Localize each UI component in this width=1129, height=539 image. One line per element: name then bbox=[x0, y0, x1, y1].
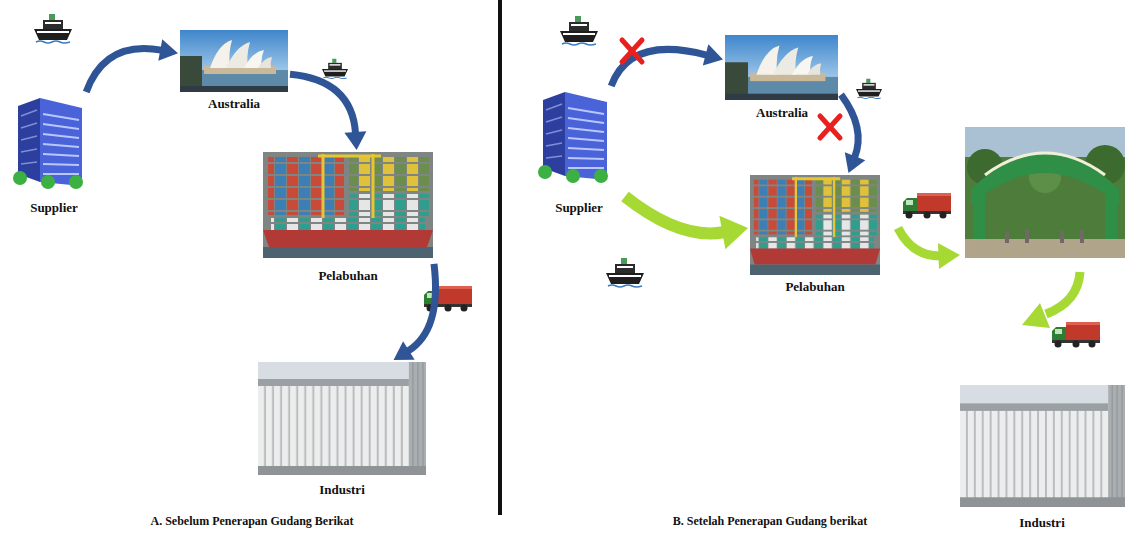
flow-arrow bbox=[86, 39, 178, 92]
arrow-head bbox=[158, 39, 178, 61]
picture-node: Australia bbox=[178, 28, 290, 112]
node-label: Industri bbox=[319, 482, 365, 498]
flow-arrow bbox=[290, 74, 366, 150]
silo-photo bbox=[960, 385, 1125, 507]
picture-node: Supplier bbox=[533, 86, 625, 216]
ship-icon bbox=[34, 14, 72, 43]
arrow-line bbox=[86, 49, 161, 92]
node-label: Pelabuhan bbox=[785, 279, 844, 295]
bonded-zone-photo bbox=[965, 127, 1125, 258]
truck-icon bbox=[424, 286, 472, 312]
arrow-line bbox=[625, 197, 723, 234]
panel-divider bbox=[498, 0, 502, 515]
picture-node: Pelabuhan bbox=[262, 150, 434, 284]
flow-arrow bbox=[625, 197, 748, 250]
picture-node: Supplier bbox=[8, 92, 100, 216]
ship-icon bbox=[560, 16, 598, 45]
node-label: Pelabuhan bbox=[318, 268, 377, 284]
arrow-head bbox=[845, 152, 866, 173]
flow-arrow bbox=[898, 228, 960, 269]
ship-icon bbox=[856, 79, 882, 99]
picture-node: Industri bbox=[958, 383, 1126, 531]
arrow-head bbox=[703, 44, 723, 65]
port-photo bbox=[263, 152, 433, 258]
node-label: Australia bbox=[756, 105, 808, 121]
flow-arrow bbox=[394, 264, 436, 360]
truck-icon bbox=[1052, 322, 1100, 348]
cross-mark bbox=[622, 40, 642, 62]
arrow-line bbox=[290, 74, 355, 133]
arrow-line bbox=[408, 264, 435, 351]
node-label: Industri bbox=[1019, 515, 1065, 531]
building-icon bbox=[13, 98, 83, 189]
flow-arrow bbox=[1022, 272, 1080, 328]
silo-photo bbox=[258, 362, 426, 475]
building-icon bbox=[538, 92, 608, 183]
arrow-line bbox=[611, 49, 706, 86]
arrow-head bbox=[394, 341, 415, 360]
arrow-head bbox=[344, 131, 366, 150]
picture-node: Industri bbox=[256, 360, 428, 498]
port-photo bbox=[750, 175, 880, 275]
opera-photo bbox=[180, 30, 288, 92]
flow-arrow bbox=[611, 44, 723, 86]
ship-icon bbox=[322, 59, 348, 79]
picture-node: Pelabuhan bbox=[748, 173, 882, 295]
panel-caption: A. Sebelum Penerapan Gudang Berikat bbox=[150, 514, 353, 529]
panel-caption: B. Setelah Penerapan Gudang berikat bbox=[673, 514, 867, 529]
node-label: Supplier bbox=[555, 200, 603, 216]
picture-node: Australia bbox=[723, 33, 841, 121]
arrow-head bbox=[719, 216, 748, 249]
flow-arrow bbox=[841, 95, 865, 173]
cross-mark bbox=[820, 116, 840, 138]
opera-photo bbox=[725, 35, 838, 100]
node-label: Supplier bbox=[30, 200, 78, 216]
node-label: Australia bbox=[208, 96, 260, 112]
arrow-line bbox=[841, 95, 858, 158]
truck-icon bbox=[903, 193, 951, 219]
ship-icon bbox=[606, 258, 644, 287]
